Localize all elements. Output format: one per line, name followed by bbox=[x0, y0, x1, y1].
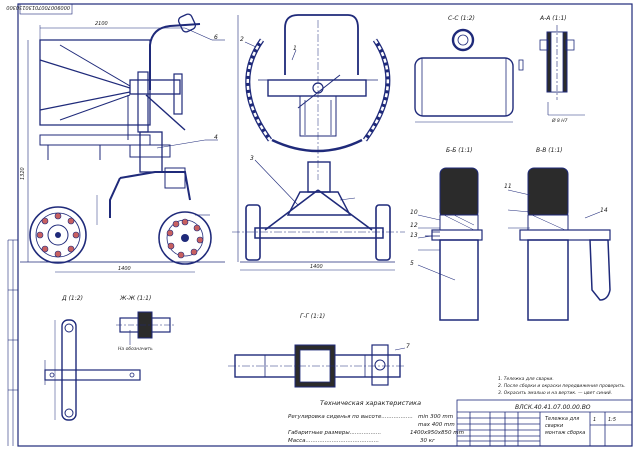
callout-3: 3 bbox=[250, 155, 254, 162]
dim-tolerance: Ø 8 H7 bbox=[551, 117, 568, 124]
callout-5: 5 bbox=[410, 260, 414, 267]
specs-row1-min: min 300 mm bbox=[418, 414, 453, 420]
callout-6: 6 bbox=[214, 34, 218, 41]
scale: 1:5 bbox=[608, 417, 616, 423]
specs-row3-value: 30 кг bbox=[420, 438, 435, 444]
doc-code: ВЛСК.40.41.07.00.00.ВО bbox=[515, 404, 591, 411]
view-bb bbox=[425, 167, 483, 321]
callout-2: 2 bbox=[240, 36, 244, 43]
outer-frame bbox=[17, 3, 633, 447]
view-vv bbox=[519, 167, 611, 321]
product-name-2: сварки bbox=[545, 423, 564, 429]
label-view-aa: А-А (1:1) bbox=[539, 15, 567, 22]
callout-13: 13 bbox=[410, 232, 418, 239]
specs-row1-label: Регулировка сиденья по высоте...........… bbox=[288, 414, 413, 420]
note-3: 3. Окрасить эмалью и на вертик. — цвет с… bbox=[498, 390, 612, 396]
label-view-gg: Г-Г (1:1) bbox=[300, 313, 325, 320]
specs-row2-label: Габаритные размеры.................. bbox=[288, 430, 381, 436]
dim-base-length: 1400 bbox=[118, 266, 131, 272]
dim-label-a: Ha обозначить bbox=[118, 346, 153, 352]
label-view-cc: С-С (1:2) bbox=[448, 15, 475, 22]
title-block bbox=[456, 399, 633, 447]
dim-top-width: 2100 bbox=[95, 21, 108, 27]
front-view: 1400 bbox=[232, 14, 405, 271]
specs-row3-label: Масса...................................… bbox=[288, 438, 379, 444]
sheet-number: 1 bbox=[593, 417, 596, 423]
specs-row1-max: max 400 mm bbox=[418, 422, 455, 428]
product-name-1: Тележка для bbox=[545, 416, 579, 422]
stamp-box bbox=[19, 3, 73, 15]
note-2: 2. После сборки и окраски передвижения п… bbox=[498, 383, 626, 389]
view-d bbox=[44, 319, 141, 421]
stamp-code: 00090070070130130300 bbox=[6, 4, 70, 10]
product-name-3: монтаж сборка bbox=[545, 430, 585, 436]
side-view: 2100 1320 1400 bbox=[20, 13, 225, 273]
label-view-d: Д (1:2) bbox=[61, 295, 83, 302]
view-gg bbox=[228, 344, 406, 388]
rear-wheel bbox=[29, 206, 87, 264]
label-view-vv: В-В (1:1) bbox=[536, 147, 563, 154]
view-zhzh bbox=[116, 311, 174, 345]
specs-title: Техническая характеристика bbox=[320, 399, 421, 407]
callout-7: 7 bbox=[406, 343, 410, 350]
view-aa bbox=[539, 25, 585, 116]
specs-row2-value: 1400x950x850 mm bbox=[410, 430, 464, 436]
callout-1: 1 bbox=[293, 45, 297, 52]
view-cc bbox=[414, 28, 524, 123]
callout-11: 11 bbox=[504, 183, 512, 190]
front-wheel bbox=[158, 211, 212, 265]
callout-4: 4 bbox=[214, 134, 218, 141]
label-view-bb: Б-Б (1:1) bbox=[446, 147, 473, 154]
callout-14: 14 bbox=[600, 207, 608, 214]
callout-10: 10 bbox=[410, 209, 418, 216]
note-1: 1. Тележка для сварки. bbox=[498, 376, 554, 382]
label-view-zhzh: Ж-Ж (1:1) bbox=[119, 295, 151, 302]
callout-12: 12 bbox=[410, 222, 418, 229]
dim-left-height: 1320 bbox=[20, 167, 26, 180]
dim-front-width: 1400 bbox=[310, 264, 323, 270]
